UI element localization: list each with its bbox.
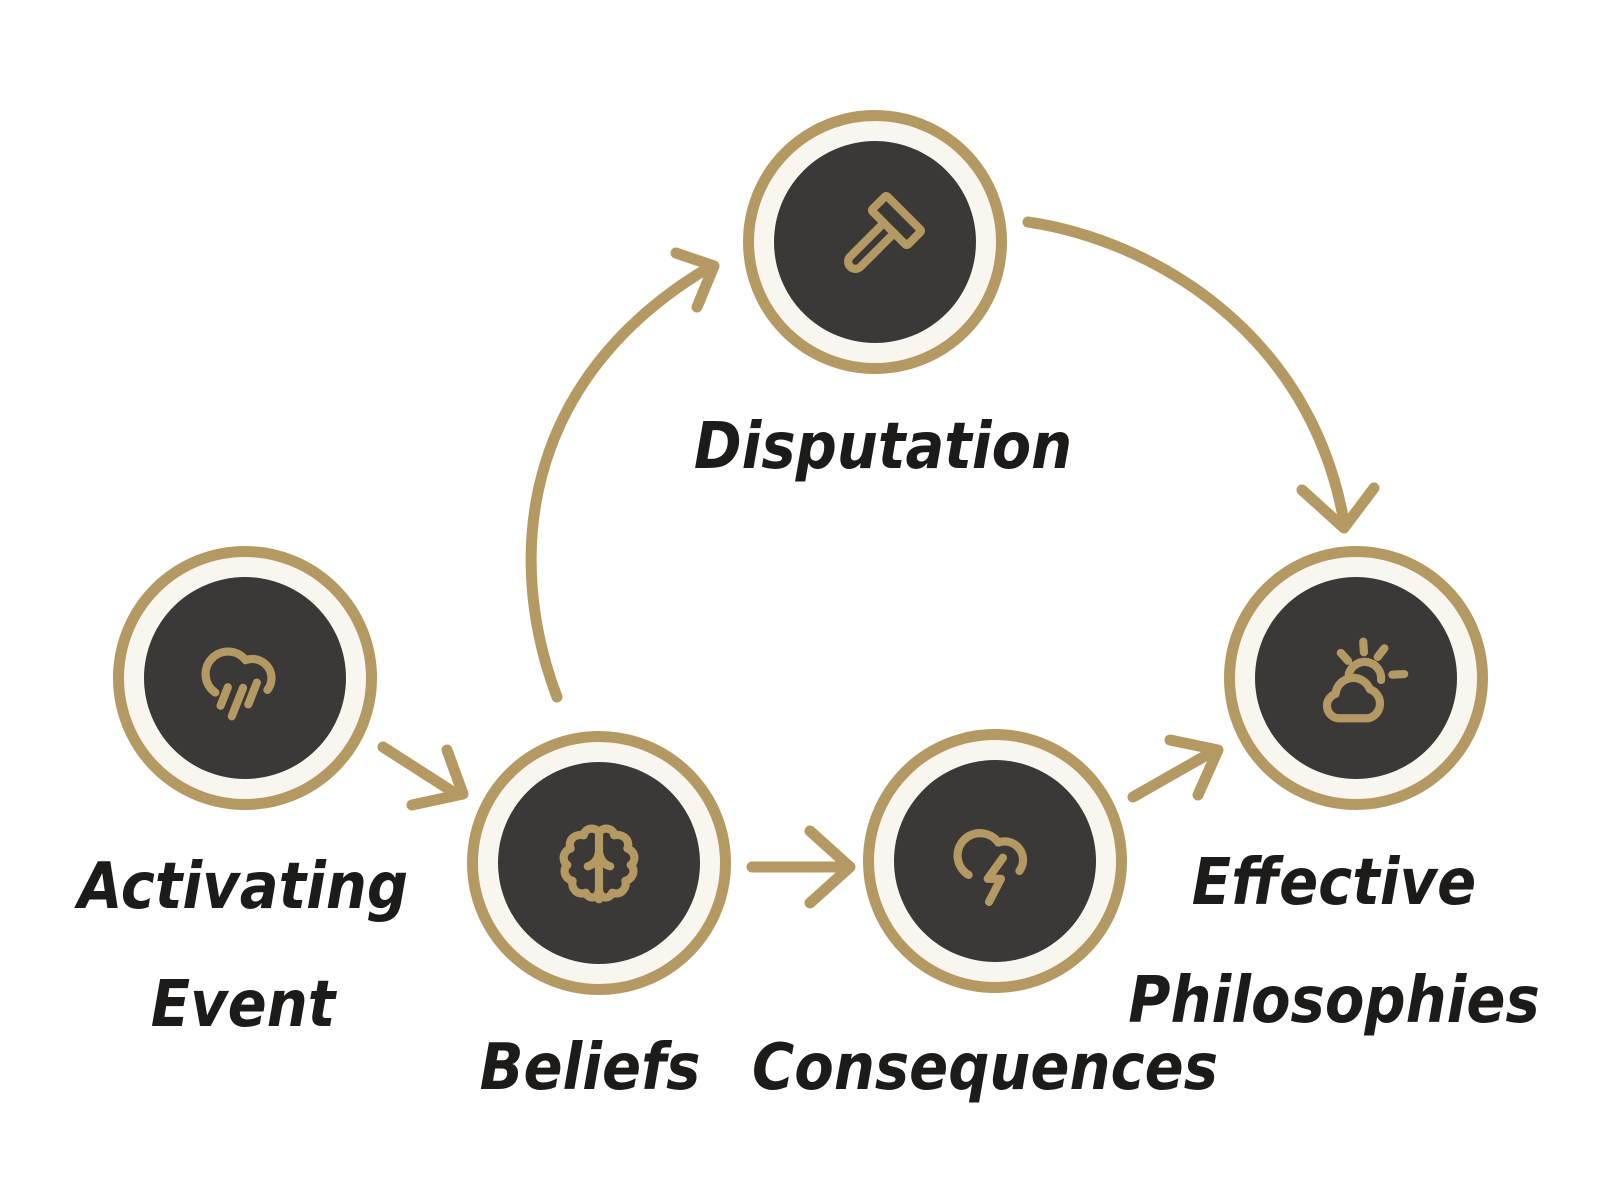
arrow-consequences-to-effective — [1127, 734, 1224, 803]
brain-icon — [559, 824, 639, 904]
node-activating-event — [113, 546, 377, 810]
gavel-icon — [844, 192, 925, 273]
arrow-beliefs-to-disputation — [525, 247, 720, 703]
node-label-disputation: Disputation — [693, 410, 1073, 484]
node-label-beliefs: Beliefs — [479, 1031, 701, 1105]
node-core — [774, 141, 976, 343]
arrow-activating-to-beliefs — [377, 741, 469, 811]
node-beliefs — [467, 731, 731, 995]
node-core — [894, 760, 1096, 962]
node-label-consequences: Consequences — [751, 1031, 1219, 1105]
arrow-disputation-to-effective — [1022, 216, 1380, 534]
node-disputation — [743, 110, 1007, 374]
node-label-activating-event: Activating Event — [77, 850, 409, 1042]
storm-cloud-icon — [953, 829, 1028, 907]
sun-cloud-icon — [1322, 637, 1409, 723]
node-label-effective-philosophies: Effective Philosophies — [1128, 846, 1540, 1038]
node-core — [498, 762, 700, 964]
node-effective-philosophies — [1224, 546, 1488, 810]
node-core — [144, 577, 346, 779]
arrow-beliefs-to-consequences — [746, 825, 856, 909]
node-core — [1255, 577, 1457, 779]
node-consequences — [863, 729, 1127, 993]
rain-cloud-icon — [201, 647, 276, 721]
